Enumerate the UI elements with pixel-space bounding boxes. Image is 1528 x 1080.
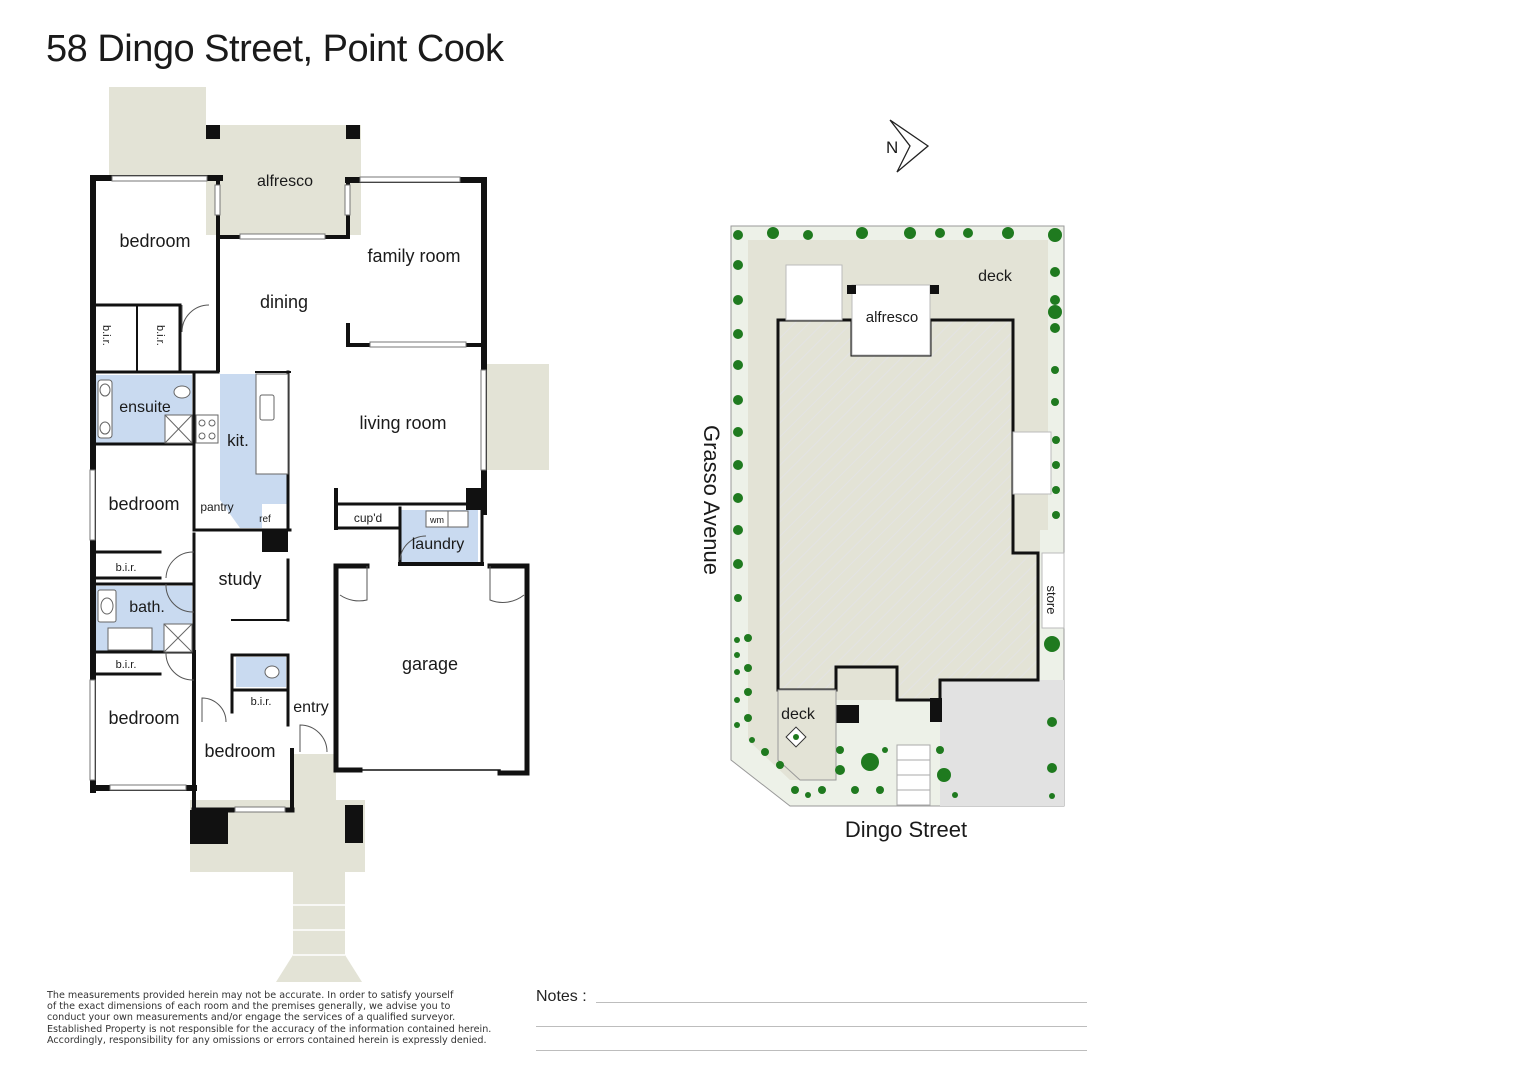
north-arrow-icon: N bbox=[886, 119, 930, 173]
label-alfresco: alfresco bbox=[257, 173, 313, 190]
label-bir-3: b.i.r. bbox=[116, 562, 137, 574]
site-label-deck-top: deck bbox=[978, 268, 1013, 285]
windows bbox=[89, 175, 487, 813]
side-terrace bbox=[486, 364, 549, 470]
disclaimer: The measurements provided herein may not… bbox=[47, 990, 527, 1046]
front-steps bbox=[276, 872, 362, 982]
site-alfresco bbox=[851, 284, 931, 356]
room-labels: alfresco bedroom family room dining b.i.… bbox=[100, 173, 464, 761]
label-kitchen: kit. bbox=[227, 431, 249, 450]
street-label-dingo: Dingo Street bbox=[845, 817, 967, 842]
trees bbox=[733, 227, 1062, 799]
site-store bbox=[1041, 552, 1065, 629]
alfresco-area bbox=[206, 125, 361, 235]
label-bedroom-2: bedroom bbox=[108, 494, 179, 514]
north-label: N bbox=[886, 138, 898, 157]
rear-terrace-left bbox=[109, 87, 206, 180]
label-wm: wm bbox=[429, 515, 444, 525]
label-bedroom-4: bedroom bbox=[204, 741, 275, 761]
label-bir-2: b.i.r. bbox=[154, 325, 166, 346]
notes-label: Notes : bbox=[536, 988, 587, 1005]
site-front-deck bbox=[777, 689, 837, 781]
notes-line bbox=[596, 1002, 1087, 1003]
label-study: study bbox=[218, 569, 261, 589]
label-cupd: cup'd bbox=[354, 511, 382, 525]
driveway bbox=[940, 680, 1064, 806]
site-label-deck-front: deck bbox=[781, 706, 816, 723]
fixtures bbox=[97, 373, 469, 679]
label-garage: garage bbox=[402, 654, 458, 674]
label-ensuite: ensuite bbox=[119, 399, 171, 416]
label-ref: ref bbox=[259, 514, 271, 525]
page-title: 58 Dingo Street, Point Cook bbox=[46, 28, 504, 70]
label-laundry: laundry bbox=[412, 536, 464, 553]
label-bedroom-1: bedroom bbox=[119, 231, 190, 251]
site-plan: deck alfresco store deck Grasso Avenue D… bbox=[699, 225, 1065, 842]
label-living-room: living room bbox=[359, 413, 446, 433]
site-side-terrace bbox=[1012, 431, 1052, 495]
label-bir-1: b.i.r. bbox=[100, 325, 112, 346]
label-bath: bath. bbox=[129, 599, 165, 616]
label-pantry: pantry bbox=[200, 500, 233, 514]
label-entry: entry bbox=[293, 699, 329, 716]
label-dining: dining bbox=[260, 292, 308, 312]
disclaimer-line: The measurements provided herein may not… bbox=[47, 990, 454, 1001]
notes-line bbox=[536, 1026, 1087, 1027]
disclaimer-line: conduct your own measurements and/or eng… bbox=[47, 1012, 456, 1024]
disclaimer-line: Accordingly, responsibility for any omis… bbox=[47, 1034, 487, 1046]
site-rear-terrace bbox=[785, 264, 843, 321]
house-footprint bbox=[776, 318, 1040, 702]
label-bedroom-3: bedroom bbox=[108, 708, 179, 728]
doors bbox=[165, 304, 525, 753]
label-bir-4: b.i.r. bbox=[116, 659, 137, 671]
label-family-room: family room bbox=[367, 246, 460, 266]
street-label-grasso: Grasso Avenue bbox=[699, 425, 724, 575]
disclaimer-line: Established Property is not responsible … bbox=[47, 1023, 492, 1035]
pillars bbox=[190, 125, 484, 844]
site-label-alfresco: alfresco bbox=[866, 309, 919, 326]
site-label-store: store bbox=[1044, 586, 1059, 615]
disclaimer-line: of the exact dimensions of each room and… bbox=[47, 1001, 451, 1013]
label-bir-5: b.i.r. bbox=[251, 696, 272, 708]
notes-line bbox=[536, 1050, 1087, 1051]
porch-link bbox=[290, 754, 336, 804]
